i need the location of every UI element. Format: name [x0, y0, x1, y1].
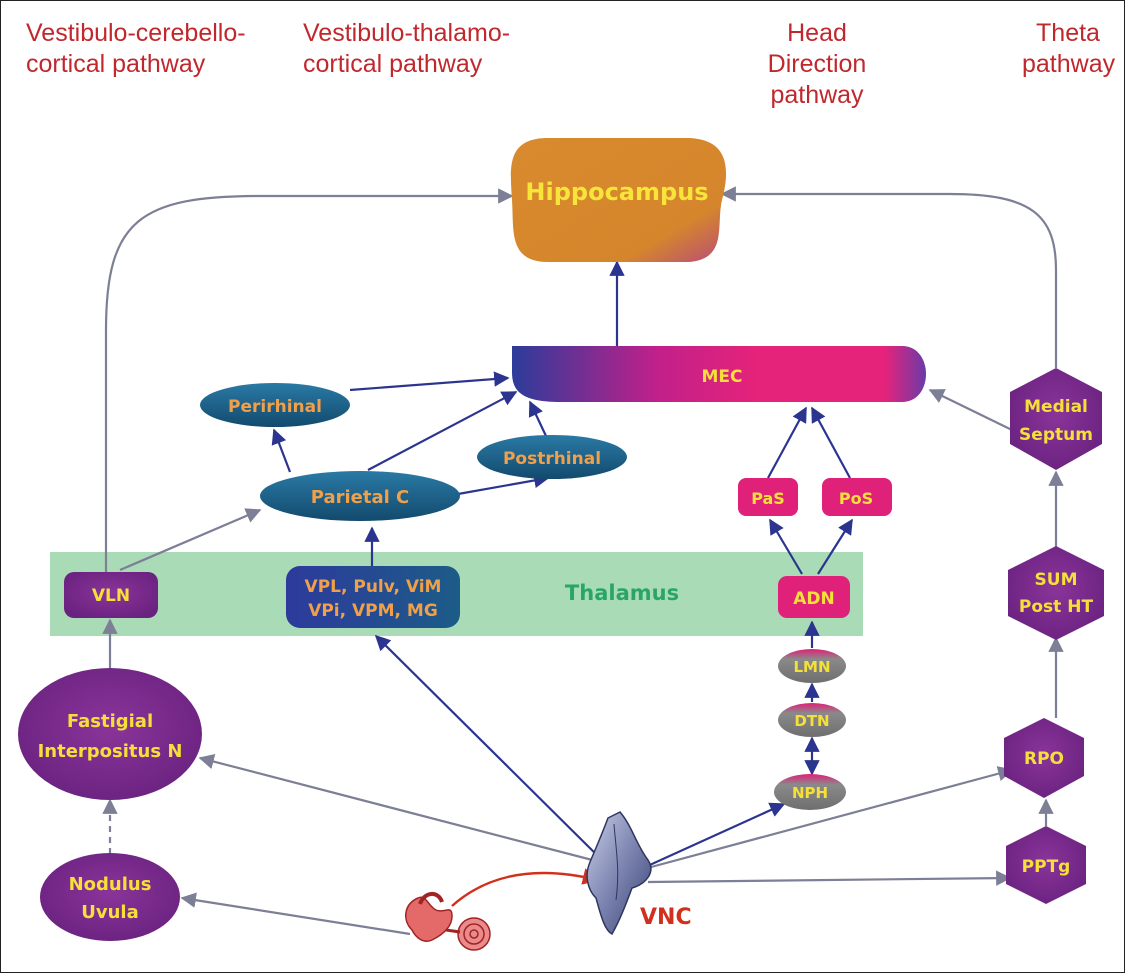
arrow-vln-hippocampus	[104, 188, 514, 572]
arrow-adn-pas	[769, 518, 803, 575]
vln-label: VLN	[92, 586, 130, 606]
header-head-direction-line2: pathway	[770, 81, 864, 109]
lmn-label: LMN	[793, 658, 830, 676]
node-dtn: DTN	[778, 703, 846, 737]
dtn-label: DTN	[794, 712, 829, 730]
parietal-label: Parietal C	[311, 487, 410, 508]
header-cerebello-line1: Vestibulo-cerebello-	[26, 19, 246, 47]
sum-line2: Post HT	[1019, 597, 1094, 617]
arrow-perirhinal-mec	[349, 371, 510, 392]
node-mec: MEC	[512, 346, 926, 402]
header-theta-line1: Theta	[1036, 19, 1100, 47]
node-vln: VLN	[64, 572, 158, 618]
vpl-line1: VPL, Pulv, ViM	[305, 577, 442, 597]
header-vestibulo-thalamo: Vestibulo-thalamo- cortical pathway	[303, 18, 510, 80]
node-pptg: PPTg	[1006, 826, 1086, 904]
header-head-direction: Head Direction pathway	[737, 18, 897, 111]
header-cerebello-line2: cortical pathway	[26, 50, 206, 78]
fastigial-line1: Fastigial	[67, 711, 153, 732]
node-thalamic-nuclei: VPL, Pulv, ViM VPi, VPM, MG	[286, 566, 460, 628]
medial-septum-line2: Septum	[1019, 425, 1093, 445]
arrow-ear-nodulus	[180, 892, 411, 936]
header-theta-line2: pathway	[1022, 50, 1116, 78]
arrow-ear-vnc	[451, 868, 600, 907]
nodulus-line2: Uvula	[81, 902, 138, 923]
header-thalamo-line1: Vestibulo-thalamo-	[303, 19, 511, 47]
node-postrhinal: Postrhinal	[477, 435, 627, 479]
arrow-parietal-postrhinal	[457, 472, 550, 496]
inner-ear-icon	[405, 892, 491, 951]
node-adn: ADN	[778, 576, 850, 618]
node-nodulus-uvula: Nodulus Uvula	[40, 853, 180, 941]
arrow-parietal-perirhinal	[271, 428, 292, 473]
perirhinal-label: Perirhinal	[228, 397, 322, 417]
vpl-line2: VPi, VPM, MG	[308, 601, 438, 621]
fastigial-line2: Interpositus N	[38, 741, 183, 762]
header-thalamo-line2: cortical pathway	[303, 50, 483, 78]
hippocampus-label: Hippocampus	[525, 178, 708, 206]
header-theta: Theta pathway	[1022, 18, 1116, 80]
nph-label: NPH	[792, 784, 828, 802]
arrow-pos-mec	[811, 406, 851, 479]
arrow-septum-mec	[928, 389, 1013, 431]
header-head-direction-line1: Head Direction	[767, 19, 867, 78]
postrhinal-label: Postrhinal	[503, 449, 601, 469]
arrow-pas-mec	[767, 406, 807, 479]
sum-line1: SUM	[1035, 570, 1078, 590]
arrow-septum-hippocampus	[720, 186, 1058, 368]
node-perirhinal: Perirhinal	[200, 383, 350, 427]
arrow-adn-pos	[817, 518, 853, 575]
pptg-label: PPTg	[1022, 857, 1071, 877]
arrow-vnc-fastigial	[198, 754, 601, 864]
adn-label: ADN	[793, 589, 835, 609]
node-rpo: RPO	[1004, 718, 1084, 798]
thalamus-label: Thalamus	[565, 581, 679, 605]
pas-label: PaS	[751, 489, 785, 508]
arrow-vnc-vpl	[374, 634, 609, 867]
arrow-vnc-nph	[628, 802, 786, 876]
header-vestibulo-cerebello: Vestibulo-cerebello- cortical pathway	[26, 18, 246, 80]
mec-label: MEC	[701, 367, 742, 387]
arrow-vnc-pptg	[647, 870, 1012, 886]
node-pos: PoS	[822, 478, 892, 516]
node-nph: NPH	[774, 774, 846, 810]
arrow-parietal-mec	[367, 391, 518, 471]
arrow-vln-parietal	[119, 508, 262, 572]
pos-label: PoS	[839, 489, 873, 508]
node-pas: PaS	[738, 478, 798, 516]
node-sum-post-ht: SUM Post HT	[1008, 546, 1104, 640]
node-hippocampus: Hippocampus	[510, 138, 727, 262]
nodulus-line1: Nodulus	[69, 874, 152, 895]
node-fastigial-interpositus: Fastigial Interpositus N	[18, 668, 202, 800]
brainstem-vnc-icon	[586, 811, 652, 935]
node-lmn: LMN	[778, 649, 846, 683]
vnc-label: VNC	[640, 905, 692, 930]
arrow-postrhinal-mec	[528, 400, 547, 437]
medial-septum-line1: Medial	[1024, 397, 1088, 417]
node-medial-septum: Medial Septum	[1010, 368, 1102, 470]
node-parietal-cortex: Parietal C	[260, 471, 460, 521]
rpo-label: RPO	[1024, 749, 1064, 769]
